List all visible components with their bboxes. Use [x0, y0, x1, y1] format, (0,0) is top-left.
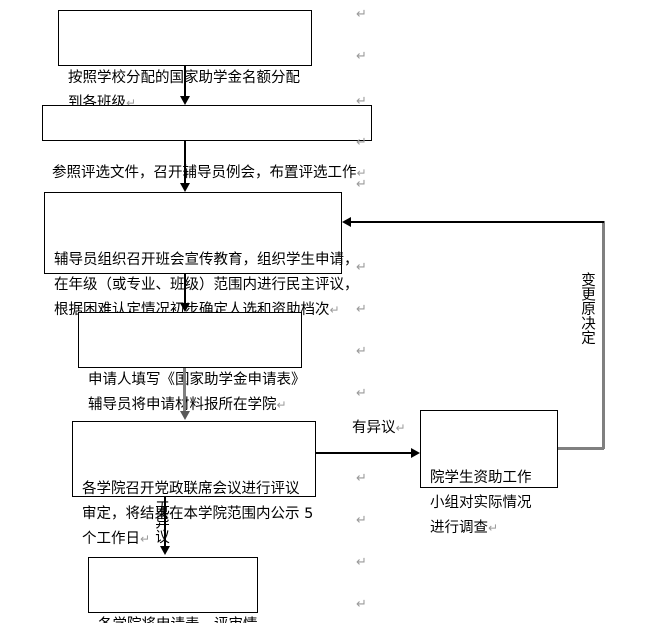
connector-review-to-submit: [164, 497, 166, 547]
node-line-text: 辅导员将申请材料报所在学院: [88, 397, 277, 413]
node-line-text: 个工作日: [82, 531, 140, 547]
pilcrow-mark: ↵: [276, 398, 287, 412]
pilcrow-mark: ↵: [356, 344, 367, 359]
connector-apply-to-review: [183, 368, 186, 411]
connector-classmeeting-to-apply: [184, 274, 186, 303]
node-line: 审定，将结果在本学院范围内公示 5: [82, 506, 314, 522]
pilcrow-mark: ↵: [356, 166, 367, 180]
pilcrow-mark: ↵: [140, 532, 151, 546]
pilcrow-mark: ↵: [356, 177, 367, 192]
pilcrow-mark: ↵: [356, 302, 367, 317]
node-line: 在年级（或专业、班级）范围内进行民主评议，: [54, 277, 359, 293]
pilcrow-mark: ↵: [488, 521, 499, 535]
pilcrow-mark: ↵: [356, 471, 367, 486]
flow-node-allocate-quota[interactable]: 按照学校分配的国家助学金名额分配到各班级↵: [58, 10, 312, 111]
arrowhead-meeting: [180, 96, 190, 105]
node-line: 辅导员将申请材料报所在学院↵: [88, 393, 294, 418]
node-line-text: 参照评选文件，召开辅导员例会，布置评选工作: [52, 165, 357, 181]
connector-allocate-to-meeting: [184, 66, 186, 97]
edge-label-text: 有异议: [352, 420, 396, 436]
pilcrow-mark: ↵: [395, 421, 406, 435]
flow-node-college-review-publicity[interactable]: 各学院召开党政联席会议进行评议审定，将结果在本学院范围内公示 5 个工作日↵: [72, 421, 316, 547]
arrowhead-review: [180, 411, 190, 420]
pilcrow-mark: ↵: [356, 260, 367, 275]
flow-node-submit-to-student-affairs[interactable]: 各学院将申请表、评审情况备案表上交学生处↵: [88, 557, 258, 623]
node-line: 申请人填写《国家助学金申请表》: [88, 372, 306, 388]
flow-node-aid-group-investigation[interactable]: 院学生资助工作小组对实际情况进行调查↵: [420, 410, 558, 536]
node-line: 进行调查↵: [430, 516, 550, 541]
node-line: 小组对实际情况: [430, 495, 532, 511]
node-line: 各学院召开党政联席会议进行评议: [82, 481, 300, 497]
flow-node-application-form[interactable]: 申请人填写《国家助学金申请表》辅导员将申请材料报所在学院↵: [78, 312, 306, 413]
node-line: 各学院将申请表、评审情: [98, 613, 258, 623]
edge-label-change-decision: 变更原决定: [579, 272, 595, 345]
pilcrow-mark: ↵: [356, 386, 367, 401]
node-line: 按照学校分配的国家助学金名额分配: [68, 66, 304, 91]
arrowhead-submit: [160, 546, 170, 555]
pilcrow-mark: ↵: [356, 597, 367, 612]
node-line: 参照评选文件，召开辅导员例会，布置评选工作↵: [52, 161, 367, 186]
arrowhead-classmeeting: [180, 183, 190, 192]
connector-review-to-investigate: [316, 452, 412, 454]
pilcrow-mark: ↵: [356, 49, 367, 64]
node-line: 个工作日↵: [82, 527, 308, 552]
connector-investigate-exit: [558, 447, 604, 450]
node-line: 院学生资助工作: [430, 470, 532, 486]
flow-node-counselor-meeting[interactable]: 参照评选文件，召开辅导员例会，布置评选工作↵: [42, 105, 372, 181]
node-line-text: 进行调查: [430, 520, 488, 536]
pilcrow-mark: ↵: [356, 513, 367, 528]
node-line: 辅导员组织召开班会宣传教育，组织学生申请，: [54, 252, 359, 268]
connector-return-to-classmeeting: [351, 221, 604, 223]
pilcrow-mark: ↵: [356, 555, 367, 570]
pilcrow-mark: ↵: [356, 7, 367, 22]
pilcrow-mark: ↵: [356, 94, 367, 109]
edge-label-no-objection: 无异议: [153, 500, 169, 544]
pilcrow-mark: ↵: [329, 303, 340, 317]
edge-label-has-objection: 有异议↵: [352, 419, 406, 437]
connector-return-riser: [602, 221, 605, 449]
connector-meeting-to-classmeeting: [184, 141, 186, 183]
arrowhead-apply: [180, 303, 190, 312]
pilcrow-mark: ↵: [126, 96, 137, 110]
arrowhead-return-classmeeting: [342, 217, 351, 227]
arrowhead-investigate: [411, 448, 420, 458]
flow-node-class-meeting-evaluation[interactable]: 辅导员组织召开班会宣传教育，组织学生申请， 在年级（或专业、班级）范围内进行民主评…: [44, 192, 359, 318]
pilcrow-mark: ↵: [356, 135, 367, 150]
